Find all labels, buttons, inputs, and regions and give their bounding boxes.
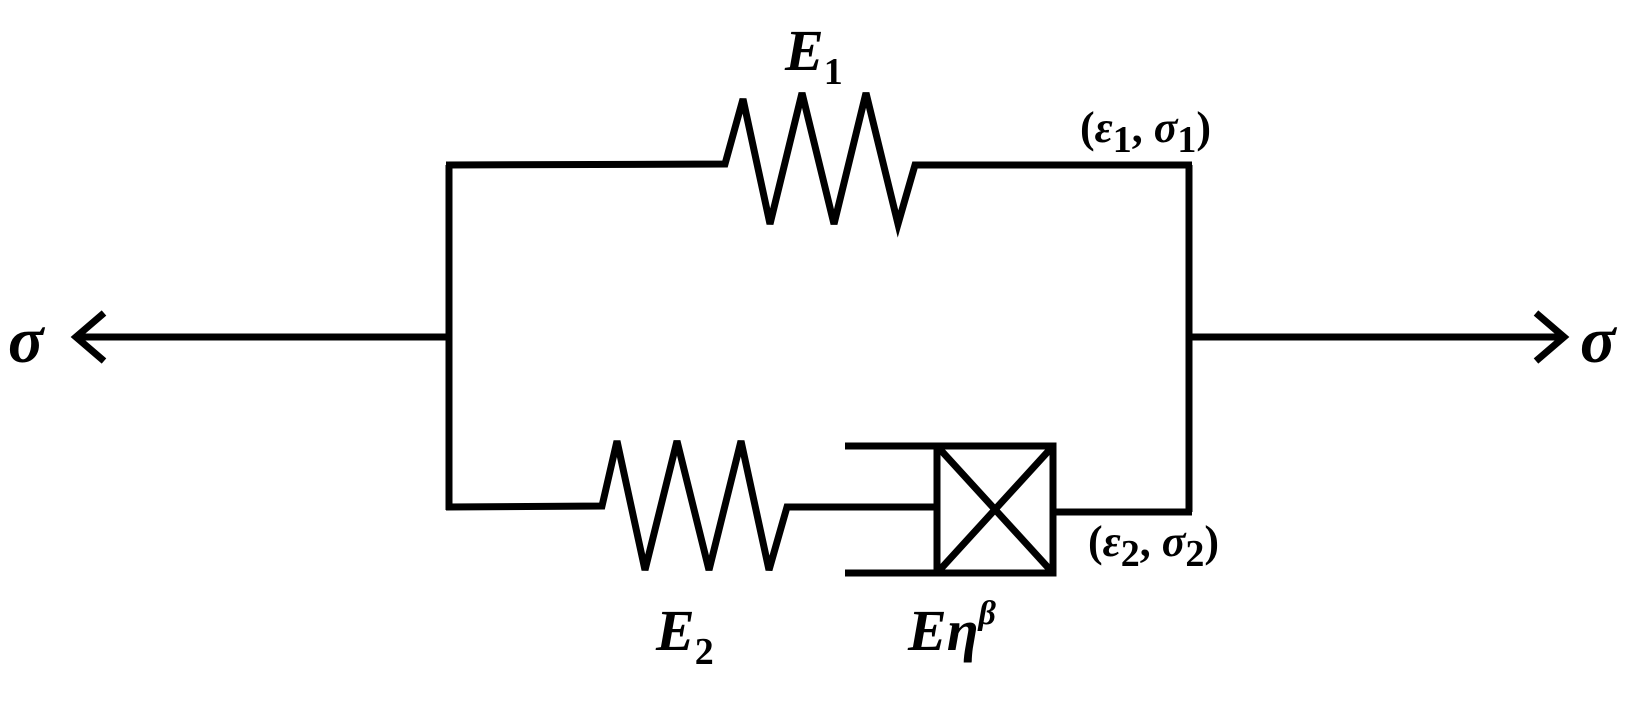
point-label-bottom: (ε2, σ2) [1088,517,1219,575]
label-dashpot: Eηβ [907,595,997,663]
dashpot [845,442,1057,577]
stress-label-left: σ [8,304,46,377]
spring-e2 [445,440,934,571]
right-stress-arrow [1186,310,1570,364]
bottom-branch [445,440,1192,577]
point-label-top: (ε1, σ1) [1080,103,1211,161]
label-e1: E1 [784,18,843,93]
top-spring-branch [445,92,1192,238]
spring-e1 [445,92,1192,238]
stress-label-right: σ [1580,304,1618,377]
label-e2: E2 [655,598,714,673]
left-stress-arrow [70,310,426,364]
